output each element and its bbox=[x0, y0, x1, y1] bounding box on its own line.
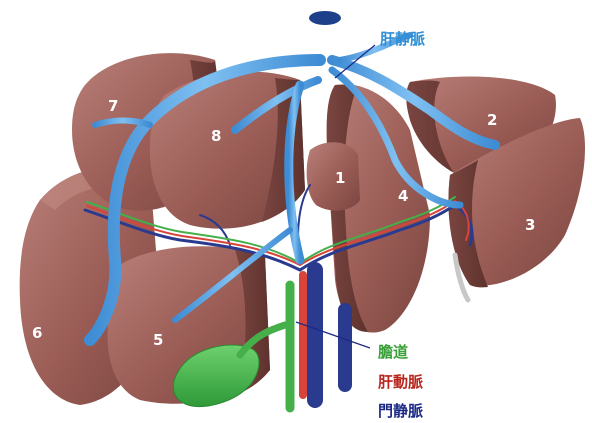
segment-label-2: 2 bbox=[487, 111, 497, 129]
segment-label-5: 5 bbox=[153, 331, 163, 349]
portal-vein-label: 門静脈 bbox=[378, 402, 423, 420]
segment-label-7: 7 bbox=[108, 97, 118, 115]
segment-label-3: 3 bbox=[525, 216, 535, 234]
segment-label-4: 4 bbox=[398, 187, 408, 205]
hepatic-artery-label: 肝動脈 bbox=[378, 373, 423, 391]
segment-label-1: 1 bbox=[335, 169, 345, 187]
bile-duct-label: 膽道 bbox=[378, 343, 408, 361]
segment-label-6: 6 bbox=[32, 324, 42, 342]
segment-label-8: 8 bbox=[211, 127, 221, 145]
hepatic-vein-label: 肝静脈 bbox=[380, 30, 425, 48]
ivc-opening bbox=[309, 11, 341, 25]
